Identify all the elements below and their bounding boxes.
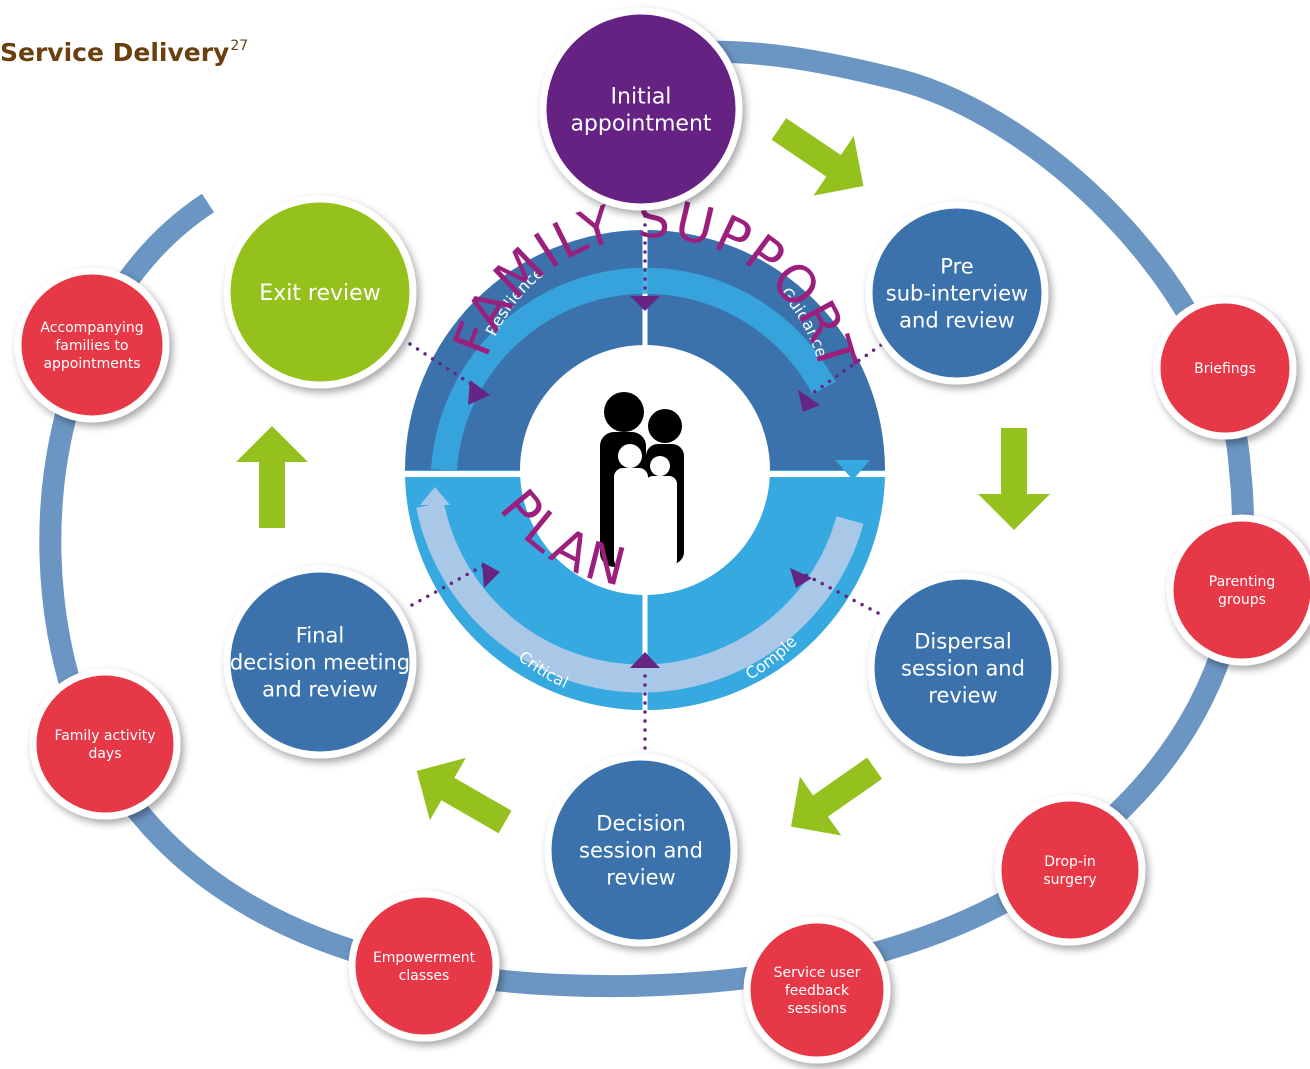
service-drop-in-surgery-label: surgery <box>1043 872 1096 888</box>
service-drop-in-surgery-label: Drop-in <box>1044 854 1096 870</box>
service-family-activity-days: Family activity days <box>29 668 181 820</box>
service-service-user-feedback-label: feedback <box>785 983 850 999</box>
stage-exit-review: Exit review <box>223 195 417 389</box>
stage-decision-session-label: session and <box>579 839 703 863</box>
flow-arrows <box>236 118 1050 836</box>
stage-dispersal-session-shape <box>867 572 1059 764</box>
stage-pre-sub-interview-label: Pre <box>940 255 973 279</box>
service-empowerment-classes-label: Empowerment <box>373 950 476 966</box>
service-accompanying-families-label: Accompanying <box>40 320 143 336</box>
dotted-connectors <box>408 196 883 750</box>
stage-decision-session-shape <box>544 753 738 947</box>
service-empowerment-classes-label: classes <box>399 968 450 984</box>
arrow-bottom-right <box>791 757 883 836</box>
stage-dispersal-session-label: Dispersal <box>914 630 1011 654</box>
stage-exit-review-shape <box>223 195 417 389</box>
stage-pre-sub-interview-label: sub-interview <box>886 282 1028 306</box>
stage-decision-session-label: review <box>606 866 675 890</box>
service-service-user-feedback-label: sessions <box>787 1001 846 1017</box>
title-text: Service Delivery <box>0 38 230 67</box>
stage-final-decision-meeting-label: Final <box>296 624 344 648</box>
stage-dispersal-session-label: session and <box>901 657 1025 681</box>
page-title: Service Delivery27 <box>0 38 248 67</box>
stage-decision-session-label: Decision <box>596 812 685 836</box>
service-circles: Accompanying families to appointments Brief… <box>14 267 1310 1064</box>
service-accompanying-families-label: appointments <box>43 356 140 372</box>
connector-arrowheads <box>468 296 820 668</box>
service-empowerment-classes-shape <box>348 890 500 1042</box>
family-icon <box>600 392 684 568</box>
arrow-top-right <box>771 118 864 196</box>
service-service-user-feedback-shape <box>743 916 891 1064</box>
stage-pre-sub-interview-shape <box>865 201 1049 385</box>
service-accompanying-families: Accompanying families to appointments <box>14 267 170 423</box>
service-drop-in-surgery-shape <box>994 794 1146 946</box>
stage-initial-appointment-label: appointment <box>570 111 711 136</box>
service-parenting-groups-label: Parenting <box>1209 574 1275 590</box>
service-briefings-label: Briefings <box>1194 361 1256 377</box>
service-briefings: Briefings <box>1153 296 1297 440</box>
service-family-activity-days-label: days <box>88 746 121 762</box>
service-briefings-shape <box>1153 296 1297 440</box>
stage-exit-review-label: Exit review <box>259 281 380 306</box>
stage-decision-session: Decision session and review <box>544 753 738 947</box>
arrow-right-down <box>978 428 1050 530</box>
service-drop-in-surgery: Drop-in surgery <box>994 794 1146 946</box>
stage-final-decision-meeting-label: and review <box>262 678 378 702</box>
stage-dispersal-session: Dispersal session and review <box>867 572 1059 764</box>
title-footnote: 27 <box>230 38 249 54</box>
arrow-bottom-left <box>416 757 512 834</box>
arrow-left-up <box>236 426 308 528</box>
service-parenting-groups-label: groups <box>1218 592 1266 608</box>
service-family-activity-days-label: Family activity <box>54 728 155 744</box>
stage-final-decision-meeting: Final decision meeting and review <box>223 565 417 759</box>
service-parenting-groups: Parenting groups <box>1166 514 1310 666</box>
service-family-activity-days-shape <box>29 668 181 820</box>
stage-final-decision-meeting-shape <box>223 565 417 759</box>
service-service-user-feedback-label: Service user <box>774 965 861 981</box>
service-accompanying-families-shape <box>14 267 170 423</box>
stage-initial-appointment-shape <box>539 7 743 211</box>
stage-final-decision-meeting-label: decision meeting <box>230 651 410 675</box>
stage-initial-appointment-label: Initial <box>611 84 672 109</box>
service-empowerment-classes: Empowerment classes <box>348 890 500 1042</box>
stage-dispersal-session-label: review <box>928 684 997 708</box>
service-service-user-feedback: Service user feedback sessions <box>743 916 891 1064</box>
stage-pre-sub-interview: Pre sub-interview and review <box>865 201 1049 385</box>
service-parenting-groups-shape <box>1166 514 1310 666</box>
service-accompanying-families-label: families to <box>55 338 128 354</box>
stage-pre-sub-interview-label: and review <box>899 309 1015 333</box>
